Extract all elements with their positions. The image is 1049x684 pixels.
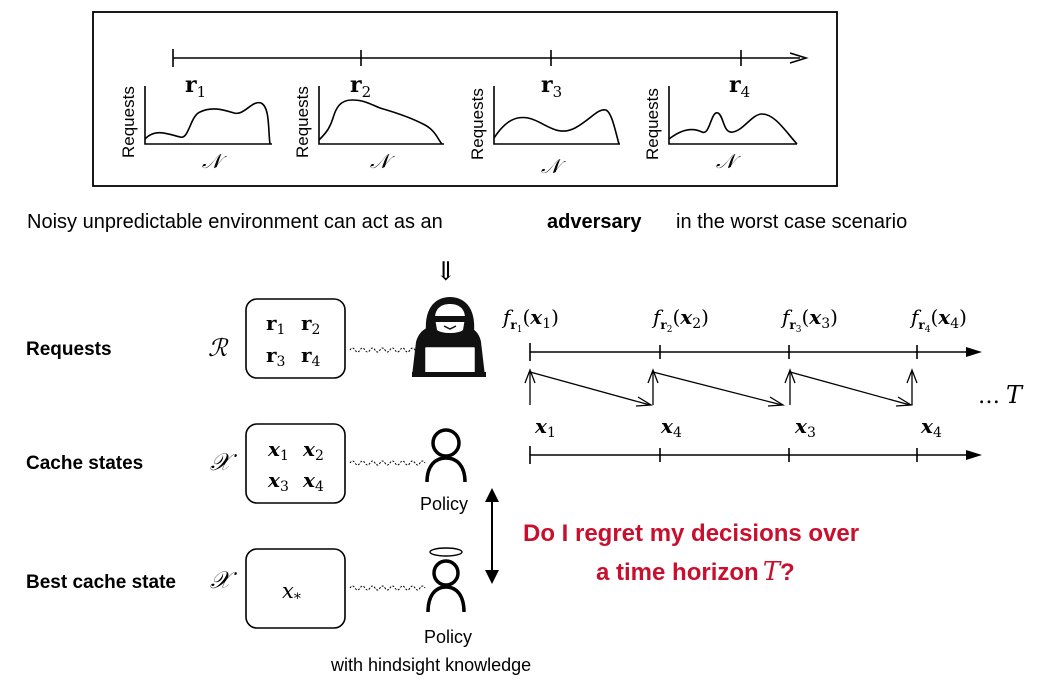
top-time-axis	[172, 49, 809, 67]
svg-text:x4: x4	[302, 468, 324, 495]
cache-decision-labels: x1 x4 x3 x4	[534, 414, 942, 441]
row-label-best-cache-state: Best cache state	[26, 572, 176, 593]
connector-requests-adversary	[349, 347, 421, 353]
adversary-hacker-icon	[412, 297, 486, 377]
round-label-1: r1	[185, 72, 206, 101]
loss-function-labels: fr1(x1) fr2(x2) fr3(x3) fr4(x4)	[501, 305, 967, 335]
x-axis-label-3: 𝒩	[541, 154, 566, 178]
cache-states-items: x1 x2 x3 x4	[267, 437, 324, 495]
svg-text:r4: r4	[301, 343, 321, 370]
svg-text:x2: x2	[302, 437, 324, 464]
hindsight-policy-label: Policy	[424, 627, 472, 647]
loss-label-1: fr1(x1)	[501, 305, 559, 335]
lower-timeline-axis	[529, 446, 982, 464]
best-cache-state-item: x*	[282, 579, 301, 607]
round-labels: r1 r2 r3 r4	[185, 72, 750, 101]
decision-label-3: x3	[794, 414, 816, 441]
request-distribution-plot-3: Requests 𝒩	[468, 86, 620, 178]
implies-arrow-icon: ⇓	[435, 257, 457, 287]
x-axis-label-1: 𝒩	[202, 149, 227, 173]
requests-set-items: r1 r2 r3 r4	[266, 311, 321, 370]
caption-after: in the worst case scenario	[676, 211, 907, 233]
hindsight-policy-halo-person-icon	[426, 547, 466, 613]
request-distribution-plot-1: Requests 𝒩	[119, 86, 272, 173]
policy-person-icon	[425, 428, 467, 483]
x-axis-label-2: 𝒩	[370, 149, 395, 173]
set-symbol-best: 𝒳	[210, 566, 238, 594]
caption-before: Noisy unpredictable environment can act …	[27, 211, 443, 233]
round-label-4: r4	[729, 72, 750, 101]
set-symbol-cache: 𝒳	[210, 448, 238, 476]
cache-states-box	[245, 423, 346, 504]
y-axis-label-4: Requests	[643, 88, 662, 160]
request-distribution-plot-4: Requests 𝒩	[643, 86, 798, 173]
y-axis-label-1: Requests	[119, 86, 138, 158]
svg-text:x3: x3	[267, 468, 289, 495]
svg-text:r2: r2	[301, 311, 320, 338]
row-label-requests: Requests	[26, 339, 112, 360]
loss-label-3: fr3(x3)	[780, 305, 838, 335]
regret-question-line-1: Do I regret my decisions over	[523, 520, 859, 547]
round-label-2: r2	[350, 72, 371, 101]
y-axis-label-3: Requests	[468, 88, 487, 160]
set-symbol-requests: ℛ	[208, 334, 229, 362]
svg-text:x1: x1	[267, 437, 289, 464]
row-label-cache-states: Cache states	[26, 453, 143, 474]
svg-text:r1: r1	[266, 311, 285, 338]
decision-label-2: x4	[660, 414, 682, 441]
caption-adversary: adversary	[547, 211, 642, 233]
svg-text:r3: r3	[266, 343, 285, 370]
best-cache-state-box	[245, 548, 346, 629]
connector-best-policy	[349, 585, 426, 591]
round-label-3: r3	[541, 72, 562, 101]
loss-label-4: fr4(x4)	[909, 305, 967, 335]
x-axis-label-4: 𝒩	[716, 149, 741, 173]
upper-timeline-axis	[529, 343, 982, 361]
y-axis-label-2: Requests	[293, 86, 312, 158]
connector-cache-policy	[349, 460, 426, 466]
timeline-ellipsis: …T	[978, 381, 1024, 409]
decision-arrows	[524, 368, 918, 407]
environment-frame	[92, 11, 838, 187]
policy-label: Policy	[420, 494, 468, 514]
requests-set-box	[245, 298, 346, 379]
loss-label-2: fr2(x2)	[651, 305, 709, 335]
decision-label-4: x4	[920, 414, 942, 441]
comparison-double-arrow	[485, 488, 499, 584]
decision-label-1: x1	[534, 414, 556, 441]
hindsight-knowledge-label: with hindsight knowledge	[330, 655, 531, 675]
